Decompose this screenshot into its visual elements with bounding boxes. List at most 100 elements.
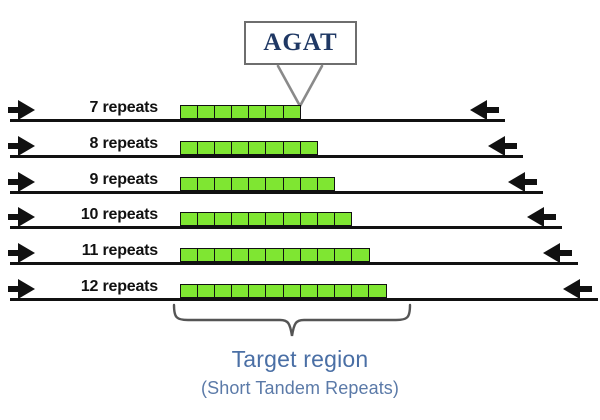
green-block-icon [299,248,319,262]
arrow-right-icon [18,136,35,156]
reverse-primer-stub [560,250,572,256]
forward-primer-stub [8,214,20,220]
green-block-icon [265,284,285,298]
dna-backbone [10,226,562,229]
dna-backbone [10,191,543,194]
repeat-count-label: 10 repeats [80,206,158,223]
green-block-icon [180,248,199,262]
green-block-icon [282,284,302,298]
repeat-unit-strip [180,177,336,191]
reverse-primer-stub [487,107,499,113]
green-block-icon [248,105,267,119]
arrow-left-icon [527,207,544,227]
arrow-left-icon [470,100,487,120]
forward-primer-stub [8,286,20,292]
dna-backbone [10,155,523,158]
green-block-icon [197,141,216,155]
reverse-primer-stub [525,179,537,185]
green-block-icon [248,212,267,226]
green-block-icon [197,248,216,262]
repeat-unit-strip [180,284,387,298]
allele-row: 9 repeats [0,154,600,194]
green-block-icon [299,141,319,155]
arrow-left-icon [488,136,505,156]
arrow-right-icon [18,243,35,263]
repeat-count-label: 8 repeats [89,135,159,152]
green-block-icon [368,284,387,298]
green-block-icon [231,284,250,298]
arrow-right-icon [18,279,35,299]
green-block-icon [180,141,199,155]
green-block-icon [299,212,319,226]
allele-row: 10 repeats [0,189,600,229]
green-block-icon [231,248,250,262]
green-block-icon [316,284,336,298]
green-block-icon [180,105,199,119]
green-block-icon [231,212,250,226]
green-block-icon [231,141,250,155]
green-block-icon [282,212,302,226]
green-block-icon [197,284,216,298]
green-block-icon [350,284,370,298]
green-block-icon [214,284,233,298]
green-block-icon [248,248,267,262]
allele-row: 7 repeats [0,82,600,122]
forward-primer-stub [8,143,20,149]
agat-label: AGAT [263,29,338,56]
repeat-unit-strip [180,248,370,262]
green-block-icon [214,105,233,119]
green-block-icon [214,212,233,226]
green-block-icon [265,105,285,119]
arrow-right-icon [18,172,35,192]
green-block-icon [197,212,216,226]
dna-backbone [10,262,578,265]
forward-primer-stub [8,179,20,185]
arrow-left-icon [543,243,560,263]
allele-row: 12 repeats [0,261,600,301]
green-block-icon [248,141,267,155]
green-block-icon [265,141,285,155]
curly-brace-icon [172,303,412,337]
green-block-icon [180,284,199,298]
repeat-count-label: 12 repeats [80,278,158,295]
green-block-icon [299,284,319,298]
arrow-left-icon [563,279,580,299]
repeat-count-label: 9 repeats [89,171,159,188]
allele-row: 11 repeats [0,225,600,265]
green-block-icon [333,248,353,262]
green-block-icon [197,105,216,119]
green-block-icon [333,212,353,226]
forward-primer-stub [8,250,20,256]
arrow-right-icon [18,207,35,227]
green-block-icon [265,212,285,226]
repeat-count-label: 11 repeats [81,242,158,259]
target-region-title: Target region [231,346,369,372]
dna-backbone [10,298,598,301]
arrow-left-icon [508,172,525,192]
green-block-icon [316,212,336,226]
repeat-unit-strip [180,212,353,226]
green-block-icon [350,248,370,262]
reverse-primer-stub [580,286,592,292]
arrow-right-icon [18,100,35,120]
green-block-icon [316,248,336,262]
agat-callout-box: AGAT [244,21,357,65]
green-block-icon [282,141,302,155]
dna-backbone [10,119,505,122]
green-block-icon [180,212,199,226]
repeat-unit-strip [180,141,319,155]
forward-primer-stub [8,107,20,113]
reverse-primer-stub [505,143,517,149]
target-region-subtitle: (Short Tandem Repeats) [201,378,399,398]
green-block-icon [333,284,353,298]
reverse-primer-stub [544,214,556,220]
green-block-icon [214,248,233,262]
green-block-icon [282,248,302,262]
repeat-count-label: 7 repeats [89,99,159,116]
green-block-icon [316,177,336,191]
repeat-unit-strip [180,105,302,119]
green-block-icon [248,284,267,298]
green-block-icon [214,141,233,155]
allele-row: 8 repeats [0,118,600,158]
